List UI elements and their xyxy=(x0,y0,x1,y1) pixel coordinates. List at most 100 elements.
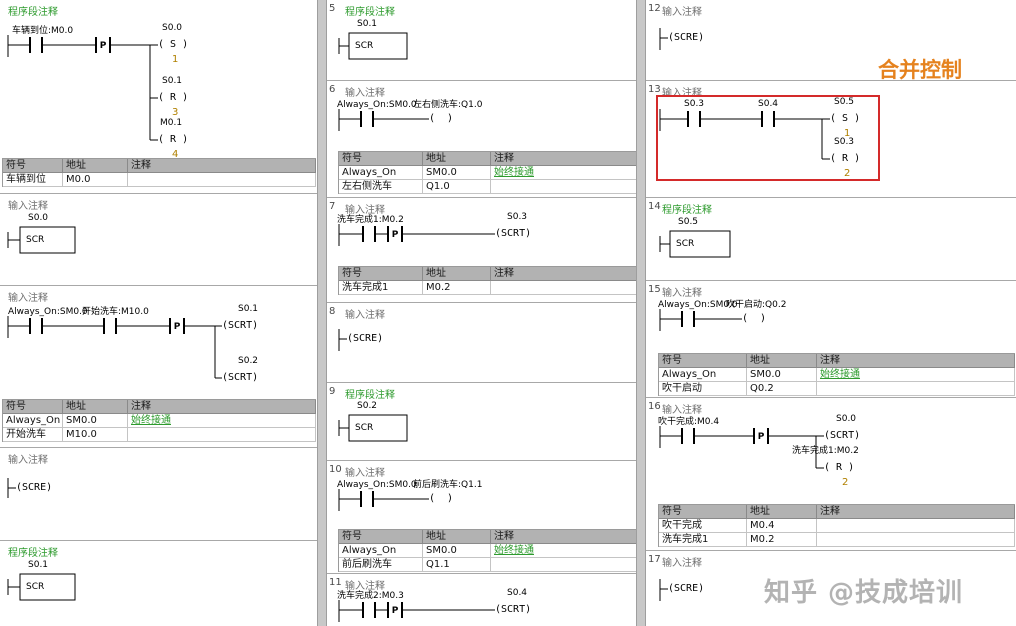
network-comment[interactable]: 输入注释 xyxy=(8,293,48,304)
symbol-table-cell[interactable]: Q0.2 xyxy=(747,382,817,396)
symbol-table-cell[interactable]: 开始洗车 xyxy=(3,428,63,442)
coil[interactable]: ( S ) xyxy=(830,113,861,124)
symbol-table-cell[interactable]: Always_On xyxy=(339,166,423,180)
symbol-table-cell[interactable] xyxy=(817,382,1015,396)
network-number: 13 xyxy=(648,84,661,95)
symbol-table-header-cell: 符号 xyxy=(659,505,747,519)
symbol-table-cell[interactable]: Always_On xyxy=(339,544,423,558)
symbol-table-cell[interactable]: Q1.0 xyxy=(423,180,491,194)
network-comment[interactable]: 程序段注释 xyxy=(662,205,712,216)
symbol-table-cell[interactable]: 吹干完成 xyxy=(659,519,747,533)
symbol-table-cell[interactable] xyxy=(128,173,316,187)
network-comment[interactable]: 输入注释 xyxy=(662,7,702,18)
network-comment[interactable]: 输入注释 xyxy=(662,405,702,416)
symbol-table-cell[interactable]: 车辆到位 xyxy=(3,173,63,187)
symbol-table-cell[interactable]: SM0.0 xyxy=(423,544,491,558)
coil[interactable]: ( R ) xyxy=(158,92,189,103)
symbol-table-cell[interactable]: 始终接通 xyxy=(491,166,636,180)
symbol-table-cell[interactable]: 始终接通 xyxy=(817,368,1015,382)
symbol-table-cell[interactable] xyxy=(817,519,1015,533)
network-number: 10 xyxy=(329,464,342,475)
coil[interactable]: (SCRT) xyxy=(222,372,259,383)
contact-operand-label: 车辆到位:M0.0 xyxy=(12,26,74,36)
symbol-table-cell[interactable]: Always_On xyxy=(659,368,747,382)
network-comment[interactable]: 输入注释 xyxy=(8,201,48,212)
coil[interactable]: ( ) xyxy=(429,113,454,124)
network-comment[interactable]: 程序段注释 xyxy=(345,390,395,401)
network-comment[interactable]: 输入注释 xyxy=(662,558,702,569)
coil[interactable]: ( ) xyxy=(429,493,454,504)
symbol-table-header-cell: 地址 xyxy=(747,505,817,519)
symbol-table-cell[interactable]: 洗车完成1 xyxy=(659,533,747,547)
symbol-table-cell[interactable]: SM0.0 xyxy=(747,368,817,382)
coil[interactable]: ( R ) xyxy=(824,462,855,473)
symbol-table-cell[interactable]: 洗车完成1 xyxy=(339,281,423,295)
network-comment[interactable]: 输入注释 xyxy=(662,88,702,99)
network-comment[interactable]: 输入注释 xyxy=(345,468,385,479)
symbol-table-cell[interactable]: SM0.0 xyxy=(63,414,128,428)
coil[interactable]: (SCRT) xyxy=(222,320,259,331)
coil[interactable]: (SCRT) xyxy=(495,228,532,239)
coil[interactable]: ( S ) xyxy=(158,39,189,50)
symbol-table-cell[interactable]: 左右侧洗车 xyxy=(339,180,423,194)
coil[interactable]: (SCRE) xyxy=(668,583,705,594)
coil[interactable]: (SCRE) xyxy=(347,333,384,344)
symbol-table-cell[interactable]: M0.2 xyxy=(747,533,817,547)
symbol-table-cell[interactable]: 始终接通 xyxy=(128,414,316,428)
symbol-table-cell[interactable]: 前后刷洗车 xyxy=(339,558,423,572)
symbol-table-header-cell: 地址 xyxy=(423,152,491,166)
symbol-table-cell[interactable]: 始终接通 xyxy=(491,544,636,558)
coil[interactable]: ( R ) xyxy=(158,134,189,145)
symbol-table-cell[interactable]: M0.0 xyxy=(63,173,128,187)
network-comment[interactable]: 输入注释 xyxy=(662,288,702,299)
symbol-table-cell[interactable]: Always_On xyxy=(3,414,63,428)
symbol-table-cell[interactable]: M0.2 xyxy=(423,281,491,295)
symbol-table-cell[interactable] xyxy=(817,533,1015,547)
symbol-table-cell[interactable]: Q1.1 xyxy=(423,558,491,572)
symbol-table-cell[interactable] xyxy=(491,281,636,295)
symbol-table-cell[interactable]: M10.0 xyxy=(63,428,128,442)
scr-box[interactable] xyxy=(19,226,76,254)
scr-box[interactable] xyxy=(348,414,408,442)
symbol-table-cell[interactable]: M0.4 xyxy=(747,519,817,533)
ladder-diagram xyxy=(7,226,76,254)
coil[interactable]: (SCRT) xyxy=(495,604,532,615)
coil[interactable]: (SCRE) xyxy=(668,32,705,43)
network-comment[interactable]: 输入注释 xyxy=(8,455,48,466)
coil[interactable]: (SCRT) xyxy=(824,430,861,441)
coil-operand-label: S0.0 xyxy=(162,23,183,33)
scr-box[interactable] xyxy=(669,230,731,258)
ladder-diagram xyxy=(338,109,429,131)
coil[interactable]: ( ) xyxy=(742,313,767,324)
scr-box[interactable] xyxy=(19,573,76,601)
ladder-diagram: P xyxy=(338,224,495,246)
network-comment[interactable]: 程序段注释 xyxy=(345,7,395,18)
symbol-table-cell[interactable]: 吹干启动 xyxy=(659,382,747,396)
coil[interactable]: ( R ) xyxy=(830,153,861,164)
coil[interactable]: (SCRE) xyxy=(16,482,53,493)
positive-edge-label: P xyxy=(174,322,181,332)
symbol-table-header-cell: 符号 xyxy=(3,400,63,414)
ladder-diagram: P xyxy=(659,426,824,469)
symbol-table-cell[interactable] xyxy=(491,558,636,572)
network-comment[interactable]: 输入注释 xyxy=(345,581,385,592)
coil-operand-label: 吹干启动:Q0.2 xyxy=(726,300,787,310)
symbol-table-header-cell: 符号 xyxy=(659,354,747,368)
symbol-table-cell[interactable] xyxy=(128,428,316,442)
network-comment[interactable]: 输入注释 xyxy=(345,88,385,99)
contact-operand-label: 吹干完成:M0.4 xyxy=(658,417,720,427)
coil-operand-label: 前后刷洗车:Q1.1 xyxy=(413,480,483,490)
coil-step-number: 3 xyxy=(172,107,179,118)
scr-box[interactable] xyxy=(348,32,408,60)
network-comment[interactable]: 程序段注释 xyxy=(8,548,58,559)
symbol-table-cell[interactable] xyxy=(491,180,636,194)
network-comment[interactable]: 程序段注释 xyxy=(8,7,58,18)
scr-box-text: SCR xyxy=(355,41,374,51)
symbol-table-cell[interactable]: SM0.0 xyxy=(423,166,491,180)
network-comment[interactable]: 输入注释 xyxy=(345,310,385,321)
network-comment[interactable]: 输入注释 xyxy=(345,205,385,216)
